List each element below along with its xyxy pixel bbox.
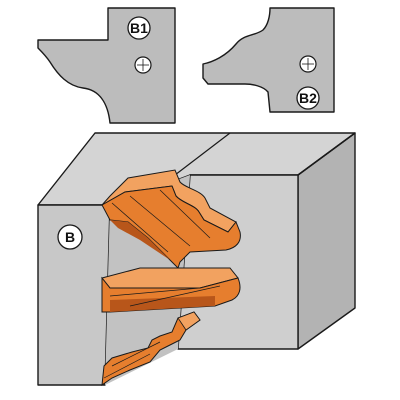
knife-b1: B1: [37, 7, 176, 124]
upper-profile: [101, 169, 241, 269]
knife-b1-label: B1: [130, 20, 148, 36]
knife-b2: B2: [202, 7, 335, 113]
lower-profile-top: [177, 311, 201, 331]
workpiece-label: B: [65, 229, 75, 245]
knife-b2-label-badge: B2: [296, 86, 320, 110]
workpiece-block: B: [37, 132, 356, 387]
workpiece-label-badge: B: [57, 224, 83, 250]
middle-profile: [101, 267, 241, 313]
knife-b2-label: B2: [299, 90, 317, 106]
upper-profile-face: [101, 185, 241, 269]
lower-profile: [101, 311, 201, 387]
knife-b1-plate: [37, 7, 176, 124]
crosshair-circle-icon: [299, 55, 317, 73]
middle-profile-shade: [110, 296, 215, 312]
upper-profile-shade: [110, 220, 178, 268]
knife-b1-label-badge: B1: [127, 16, 151, 40]
crosshair-circle-icon: [134, 56, 152, 74]
knife-b2-plate: [202, 7, 335, 113]
